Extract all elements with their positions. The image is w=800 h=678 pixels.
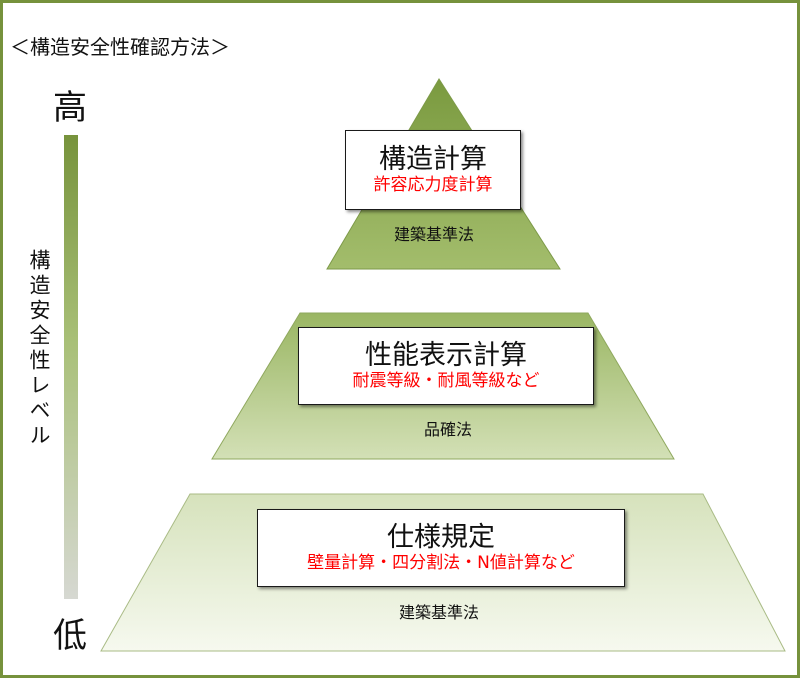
diagram-title: ＜構造安全性確認方法＞ xyxy=(10,35,230,59)
tier-box-prescriptive-rules: 仕様規定 壁量計算・四分割法・N値計算など xyxy=(257,509,625,587)
tier-law-label: 建築基準法 xyxy=(393,225,474,244)
safety-level-bar xyxy=(64,135,78,599)
tier-title: 構造計算 xyxy=(379,143,487,175)
tier-title: 性能表示計算 xyxy=(365,339,527,371)
tier-detail: 耐震等級・耐風等級など xyxy=(352,370,540,391)
tier-detail: 壁量計算・四分割法・N値計算など xyxy=(307,552,575,573)
level-axis-label: 構造安全性レベル xyxy=(27,249,51,449)
level-low-label: 低 xyxy=(53,616,87,656)
tier-title: 仕様規定 xyxy=(387,521,495,553)
tier-law-label: 品確法 xyxy=(423,420,472,439)
tier-box-performance-calculation: 性能表示計算 耐震等級・耐風等級など xyxy=(298,327,594,405)
level-high-label: 高 xyxy=(53,88,87,128)
tier-detail: 許容応力度計算 xyxy=(373,174,493,195)
tier-box-structural-calculation: 構造計算 許容応力度計算 xyxy=(345,130,521,210)
tier-law-label: 建築基準法 xyxy=(398,603,479,622)
